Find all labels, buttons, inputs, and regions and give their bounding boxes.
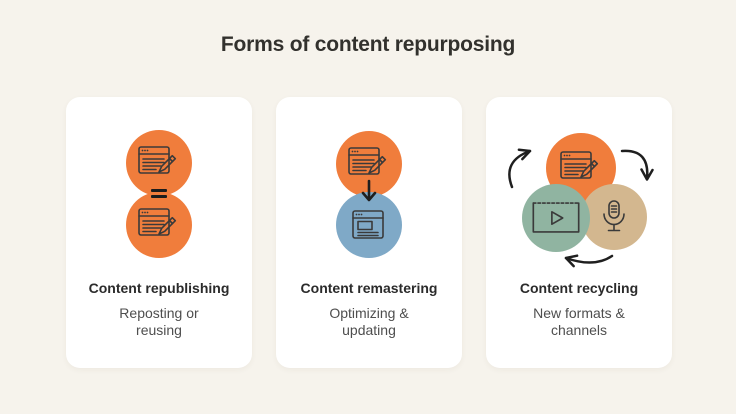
webpage-icon <box>352 210 384 239</box>
tan-circle <box>581 184 647 250</box>
card-content-republishing: Content republishing Reposting or reusin… <box>66 97 252 368</box>
cycle-arrow-left-icon <box>508 148 532 189</box>
cycle-arrow-bottom-icon <box>564 254 614 268</box>
equals-icon <box>151 189 167 199</box>
page-title: Forms of content repurposing <box>220 33 516 56</box>
orange-circle <box>126 130 192 196</box>
microphone-icon <box>603 200 625 232</box>
card-content-remastering: Content remastering Optimizing & updatin… <box>276 97 462 368</box>
card-title: Content recycling <box>519 280 639 296</box>
card-subtitle: New formats & channels <box>533 305 625 339</box>
cards-row: Content republishing Reposting or reusin… <box>66 97 672 368</box>
article-edit-icon <box>560 151 599 179</box>
green-circle <box>522 184 590 252</box>
card-title: Content republishing <box>88 280 230 296</box>
article-edit-icon <box>348 147 387 175</box>
card-subtitle: Reposting or reusing <box>119 305 199 339</box>
card-content-recycling: Content recycling New formats & channels <box>486 97 672 368</box>
article-edit-icon <box>138 146 177 174</box>
orange-circle <box>126 192 192 258</box>
article-edit-icon <box>138 208 177 236</box>
video-player-icon <box>532 201 580 233</box>
card-subtitle: Optimizing & updating <box>329 305 409 339</box>
arrow-down-icon <box>361 179 377 202</box>
blue-circle <box>336 192 402 258</box>
cycle-arrow-right-icon <box>620 149 654 181</box>
card-title: Content remastering <box>300 280 438 296</box>
